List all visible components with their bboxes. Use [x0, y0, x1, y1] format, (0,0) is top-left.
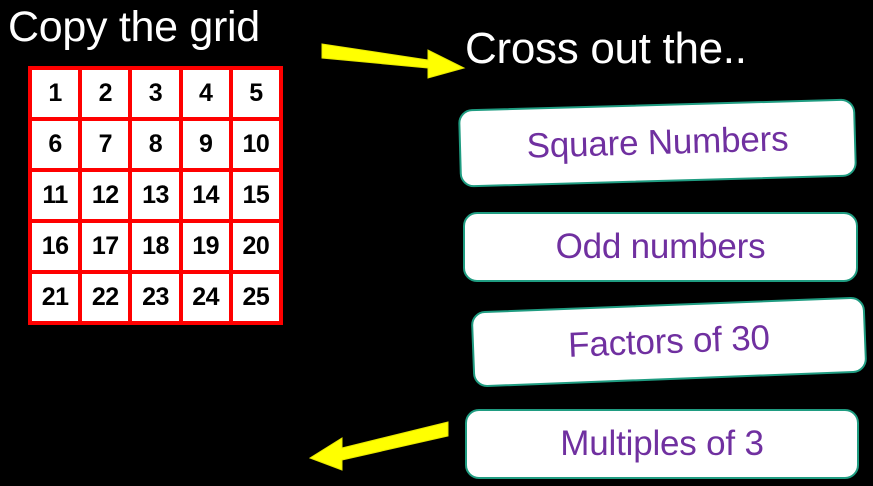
grid-cell[interactable]: 2: [82, 70, 129, 117]
category-label: Factors of 30: [567, 318, 771, 365]
arrow-right-icon: [321, 43, 466, 79]
grid-cell[interactable]: 18: [132, 223, 179, 270]
grid-cell[interactable]: 6: [32, 121, 79, 168]
grid-cell[interactable]: 20: [232, 223, 279, 270]
category-odd-numbers[interactable]: Odd numbers: [463, 212, 858, 282]
grid-cell[interactable]: 8: [132, 121, 179, 168]
category-label: Multiples of 3: [560, 424, 764, 463]
grid-cell[interactable]: 22: [82, 274, 129, 321]
grid-cell[interactable]: 3: [132, 70, 179, 117]
left-title: Copy the grid: [8, 3, 260, 51]
grid-cell[interactable]: 14: [182, 172, 229, 219]
grid-cell[interactable]: 15: [232, 172, 279, 219]
grid-cell[interactable]: 21: [32, 274, 79, 321]
grid-cell[interactable]: 17: [82, 223, 129, 270]
grid-cell[interactable]: 10: [232, 121, 279, 168]
grid-cell[interactable]: 25: [232, 274, 279, 321]
grid-cell[interactable]: 11: [32, 172, 79, 219]
grid-cell[interactable]: 16: [32, 223, 79, 270]
category-factors-of-30[interactable]: Factors of 30: [470, 296, 868, 388]
grid-cell[interactable]: 7: [82, 121, 129, 168]
grid-cell[interactable]: 5: [232, 70, 279, 117]
grid-cell[interactable]: 19: [182, 223, 229, 270]
grid-cell[interactable]: 4: [182, 70, 229, 117]
grid-cell[interactable]: 1: [32, 70, 79, 117]
number-grid: 1 2 3 4 5 6 7 8 9 10 11 12 13 14 15 16 1…: [28, 66, 283, 325]
grid-cell[interactable]: 12: [82, 172, 129, 219]
category-square-numbers[interactable]: Square Numbers: [457, 98, 858, 188]
grid-cell[interactable]: 13: [132, 172, 179, 219]
grid-cell[interactable]: 9: [182, 121, 229, 168]
category-multiples-of-3[interactable]: Multiples of 3: [465, 409, 859, 479]
category-label: Odd numbers: [555, 227, 766, 266]
arrow-left-icon: [308, 421, 449, 471]
category-label: Square Numbers: [526, 119, 789, 166]
right-title: Cross out the..: [465, 24, 747, 73]
grid-cell[interactable]: 24: [182, 274, 229, 321]
grid-cell[interactable]: 23: [132, 274, 179, 321]
